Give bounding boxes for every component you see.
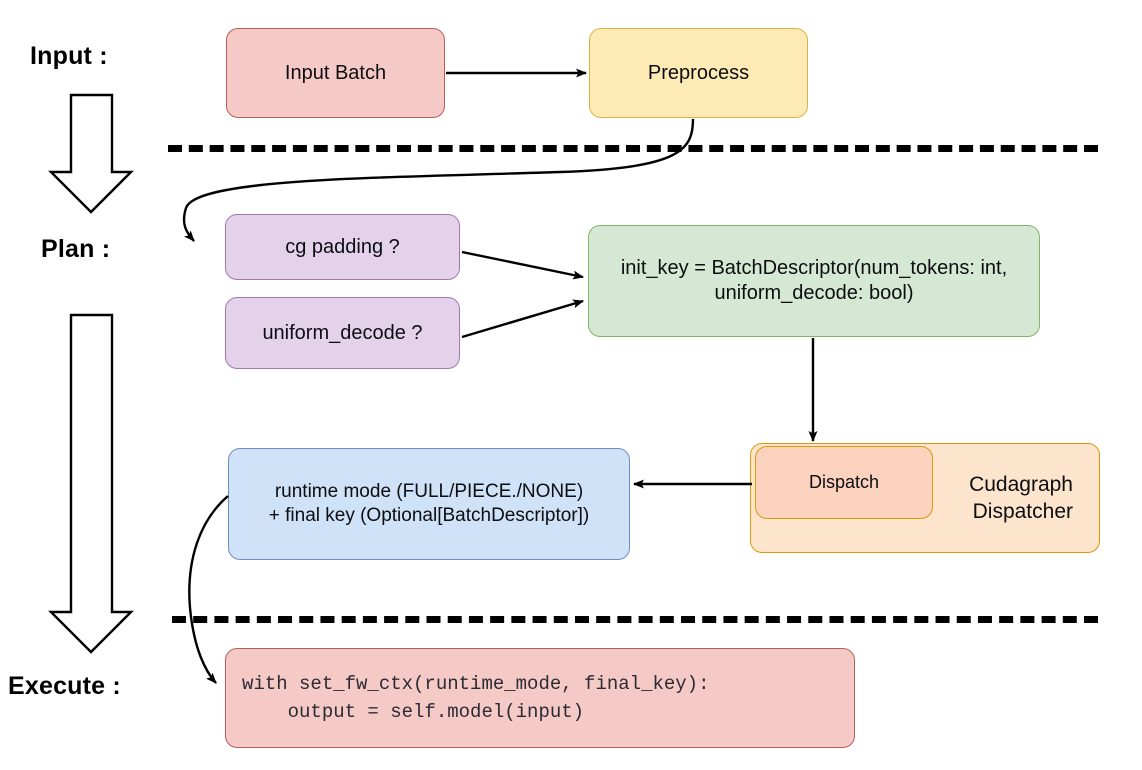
node-runtime-mode-line2: + final key (Optional[BatchDescriptor]) <box>268 505 590 526</box>
node-cudagraph-dispatcher-line1: Cudagraph <box>969 472 1073 496</box>
node-cudagraph-dispatcher-line2: Dispatcher <box>972 500 1073 523</box>
arrow-cg-padding-to-init-key <box>461 250 584 280</box>
separator-input-plan <box>168 145 1098 152</box>
code-line-2: output = self.model(input) <box>242 701 585 723</box>
arrow-runtime-mode-to-code <box>188 495 229 684</box>
node-input-batch-label: Input Batch <box>284 61 387 84</box>
node-uniform-decode[interactable]: uniform_decode ? <box>225 297 460 369</box>
stage-arrow-plan-to-execute <box>48 313 134 654</box>
stage-label-plan: Plan : <box>41 235 111 263</box>
stage-label-input: Input : <box>30 42 108 70</box>
node-runtime-mode-line1: runtime mode (FULL/PIECE./NONE) <box>274 481 584 503</box>
node-cg-padding[interactable]: cg padding ? <box>225 214 460 280</box>
stage-label-execute: Execute : <box>8 672 121 700</box>
arrow-uniform-decode-to-init-key <box>461 299 584 339</box>
node-preprocess[interactable]: Preprocess <box>589 28 808 118</box>
node-input-batch[interactable]: Input Batch <box>226 28 445 118</box>
node-init-key-line1: init_key = BatchDescriptor(num_tokens: i… <box>620 257 1008 279</box>
code-line-1: with set_fw_ctx(runtime_mode, final_key)… <box>242 672 710 695</box>
node-init-key-line2: uniform_decode: bool) <box>714 282 914 304</box>
node-execute-code[interactable]: with set_fw_ctx(runtime_mode, final_key)… <box>225 648 855 748</box>
node-runtime-mode[interactable]: runtime mode (FULL/PIECE./NONE) + final … <box>228 448 630 560</box>
node-init-key[interactable]: init_key = BatchDescriptor(num_tokens: i… <box>588 225 1040 337</box>
node-cg-padding-label: cg padding ? <box>285 235 400 258</box>
node-dispatch-label: Dispatch <box>808 472 880 493</box>
node-preprocess-label: Preprocess <box>647 61 750 84</box>
separator-plan-execute <box>172 616 1098 623</box>
node-dispatch[interactable]: Dispatch <box>755 446 933 519</box>
node-uniform-decode-label: uniform_decode ? <box>262 321 423 344</box>
stage-arrow-input-to-plan <box>48 93 134 214</box>
